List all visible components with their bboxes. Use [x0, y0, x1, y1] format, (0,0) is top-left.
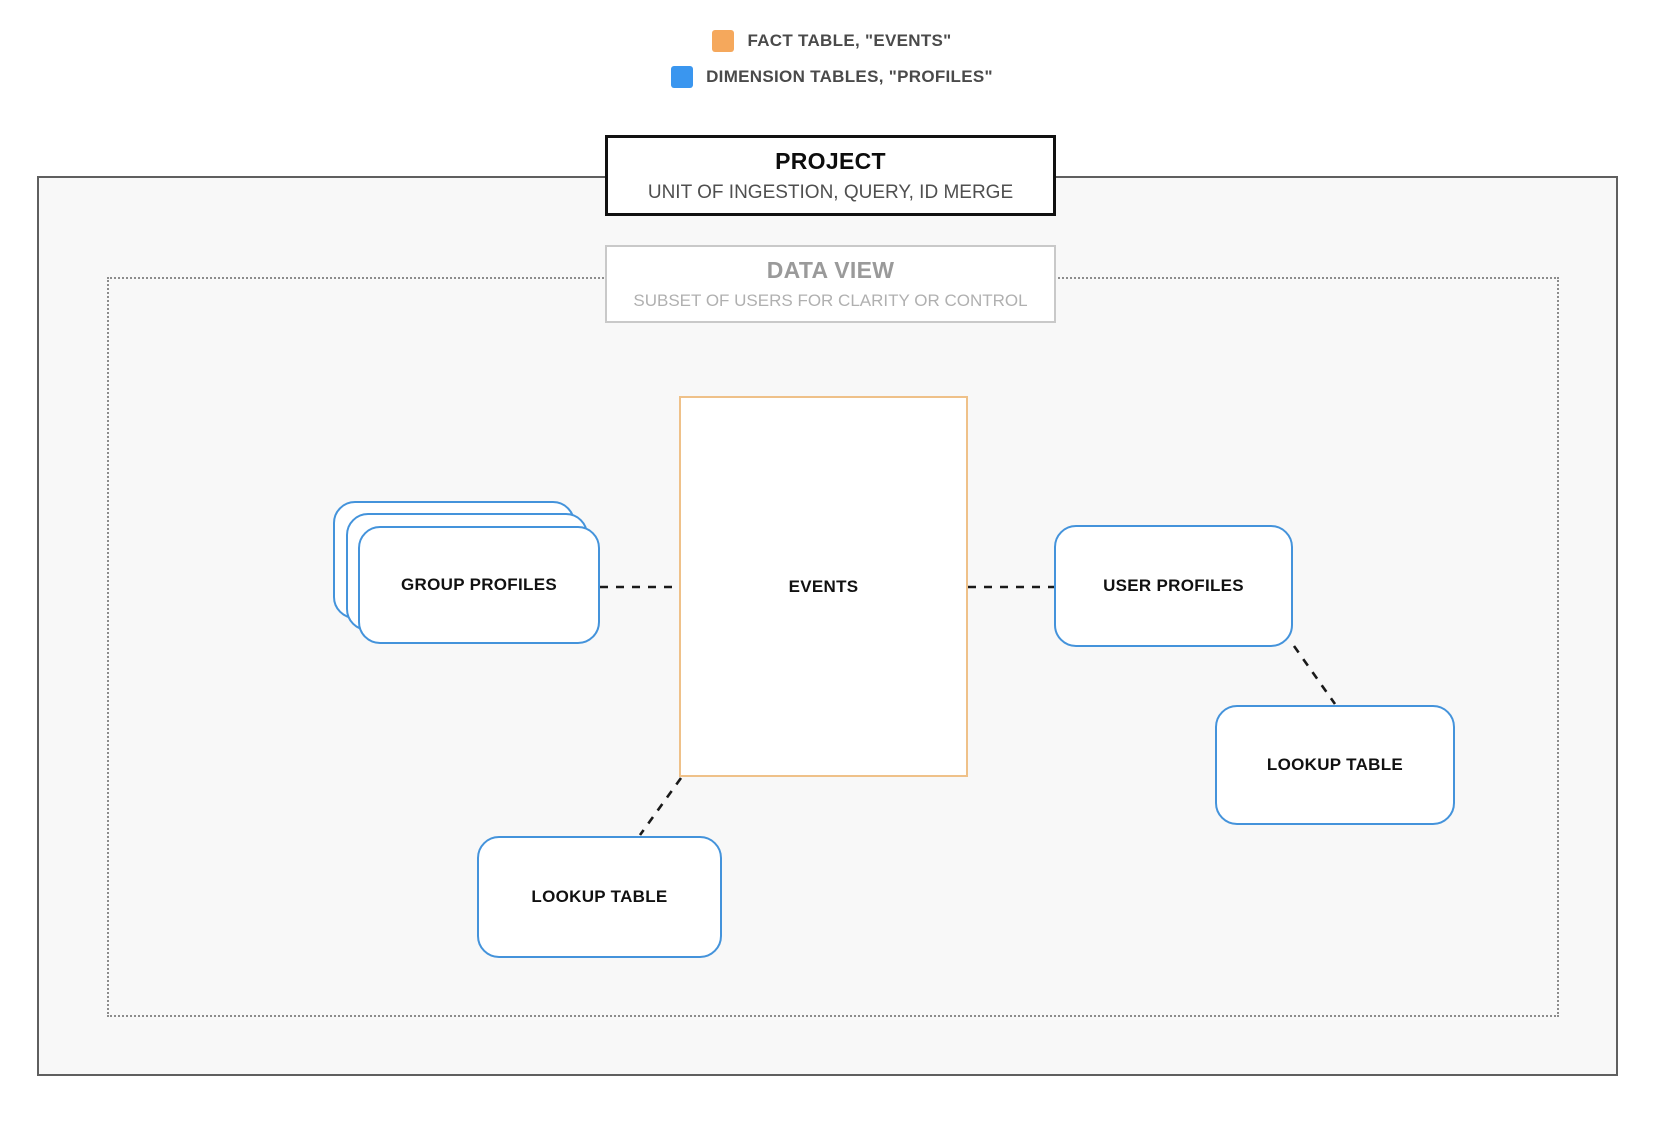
- fact-table-swatch-icon: [712, 30, 735, 52]
- node-user-profiles-label: USER PROFILES: [1103, 576, 1244, 595]
- legend-item-fact-table: FACT TABLE, "EVENTS": [712, 30, 951, 52]
- legend-label-fact-table: FACT TABLE, "EVENTS": [747, 31, 952, 50]
- node-group-profiles: GROUP PROFILES: [358, 526, 600, 644]
- project-subtitle: UNIT OF INGESTION, QUERY, ID MERGE: [647, 181, 1014, 203]
- dimension-tables-swatch-icon: [671, 66, 694, 88]
- project-header-box: PROJECT UNIT OF INGESTION, QUERY, ID MER…: [605, 135, 1056, 216]
- data-view-title: DATA VIEW: [766, 257, 895, 283]
- legend-label-dimension-tables: DIMENSION TABLES, "PROFILES": [706, 67, 993, 86]
- node-group-profiles-label: GROUP PROFILES: [401, 575, 557, 594]
- project-title: PROJECT: [775, 147, 886, 174]
- node-lookup-table-bottom: LOOKUP TABLE: [477, 836, 722, 958]
- data-view-header-box: DATA VIEW SUBSET OF USERS FOR CLARITY OR…: [605, 245, 1056, 323]
- node-lookup-table-right: LOOKUP TABLE: [1215, 705, 1455, 825]
- legend: FACT TABLE, "EVENTS" DIMENSION TABLES, "…: [0, 30, 1664, 88]
- node-events: EVENTS: [679, 396, 968, 777]
- node-user-profiles: USER PROFILES: [1054, 525, 1293, 647]
- data-view-subtitle: SUBSET OF USERS FOR CLARITY OR CONTROL: [633, 291, 1028, 310]
- node-lookup-table-right-label: LOOKUP TABLE: [1266, 755, 1404, 774]
- legend-item-dimension-tables: DIMENSION TABLES, "PROFILES": [671, 66, 993, 88]
- node-lookup-table-bottom-label: LOOKUP TABLE: [531, 887, 668, 906]
- node-events-label: EVENTS: [788, 576, 859, 596]
